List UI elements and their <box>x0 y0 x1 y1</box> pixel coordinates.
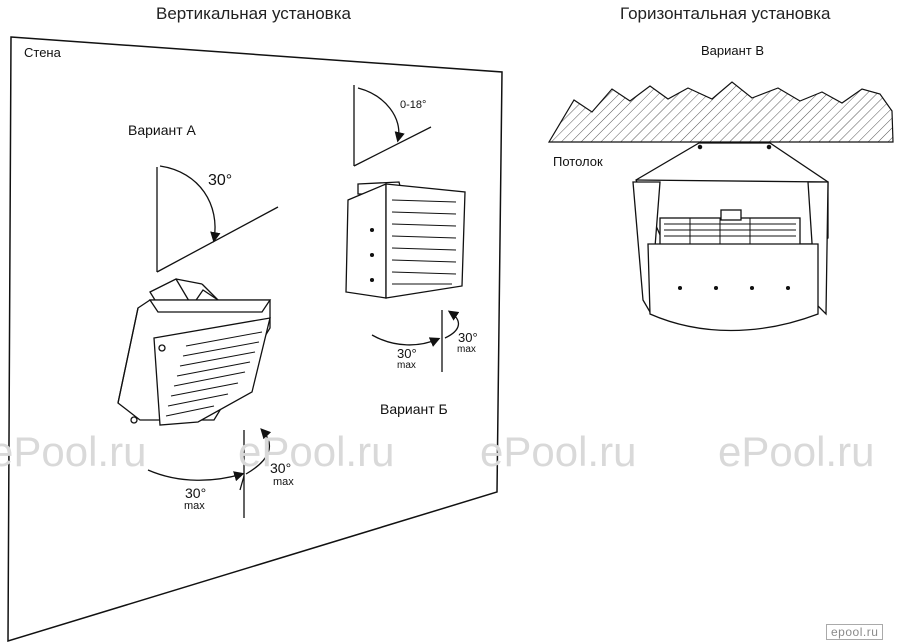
heater-variant-a <box>117 278 272 426</box>
epool-logo: epool.ru <box>826 624 884 640</box>
watermark-2: ePool.ru <box>238 428 395 475</box>
wall-label: Стена <box>24 45 61 60</box>
variant-a-swing <box>147 428 272 518</box>
variant-a-tilt-value: 30° <box>208 172 233 189</box>
heater-variant-c <box>632 142 829 332</box>
variant-b-tilt-angle <box>353 85 432 167</box>
horizontal-title: Горизонтальная установка <box>620 4 831 23</box>
ceiling-label: Потолок <box>553 154 603 169</box>
variant-a-tilt-angle <box>156 165 279 273</box>
variant-b-swing-right-max: max <box>457 344 476 355</box>
watermark-4: ePool.ru <box>718 428 875 475</box>
watermark-1: ePool.ru <box>0 428 147 475</box>
variant-a-swing-left-value: 30° <box>185 485 207 501</box>
variant-b-tilt-value: 0-18° <box>400 99 427 111</box>
variant-b-swing-left-value: 30° <box>397 346 417 361</box>
watermark-3: ePool.ru <box>480 428 637 475</box>
variant-a-swing-right-value: 30° <box>270 460 292 476</box>
variant-b-swing-left-max: max <box>397 360 416 371</box>
variant-a-label: Вариант А <box>128 122 196 138</box>
vertical-title: Вертикальная установка <box>156 4 351 23</box>
heater-variant-b <box>345 181 466 299</box>
variant-b-label: Вариант Б <box>380 401 448 417</box>
variant-a-swing-left-max: max <box>184 500 205 512</box>
variant-a-swing-right-max: max <box>273 476 294 488</box>
variant-b-swing <box>371 310 460 372</box>
variant-c-label: Вариант В <box>701 43 765 58</box>
ceiling-hatched <box>547 81 894 143</box>
variant-b-swing-right-value: 30° <box>458 330 478 345</box>
